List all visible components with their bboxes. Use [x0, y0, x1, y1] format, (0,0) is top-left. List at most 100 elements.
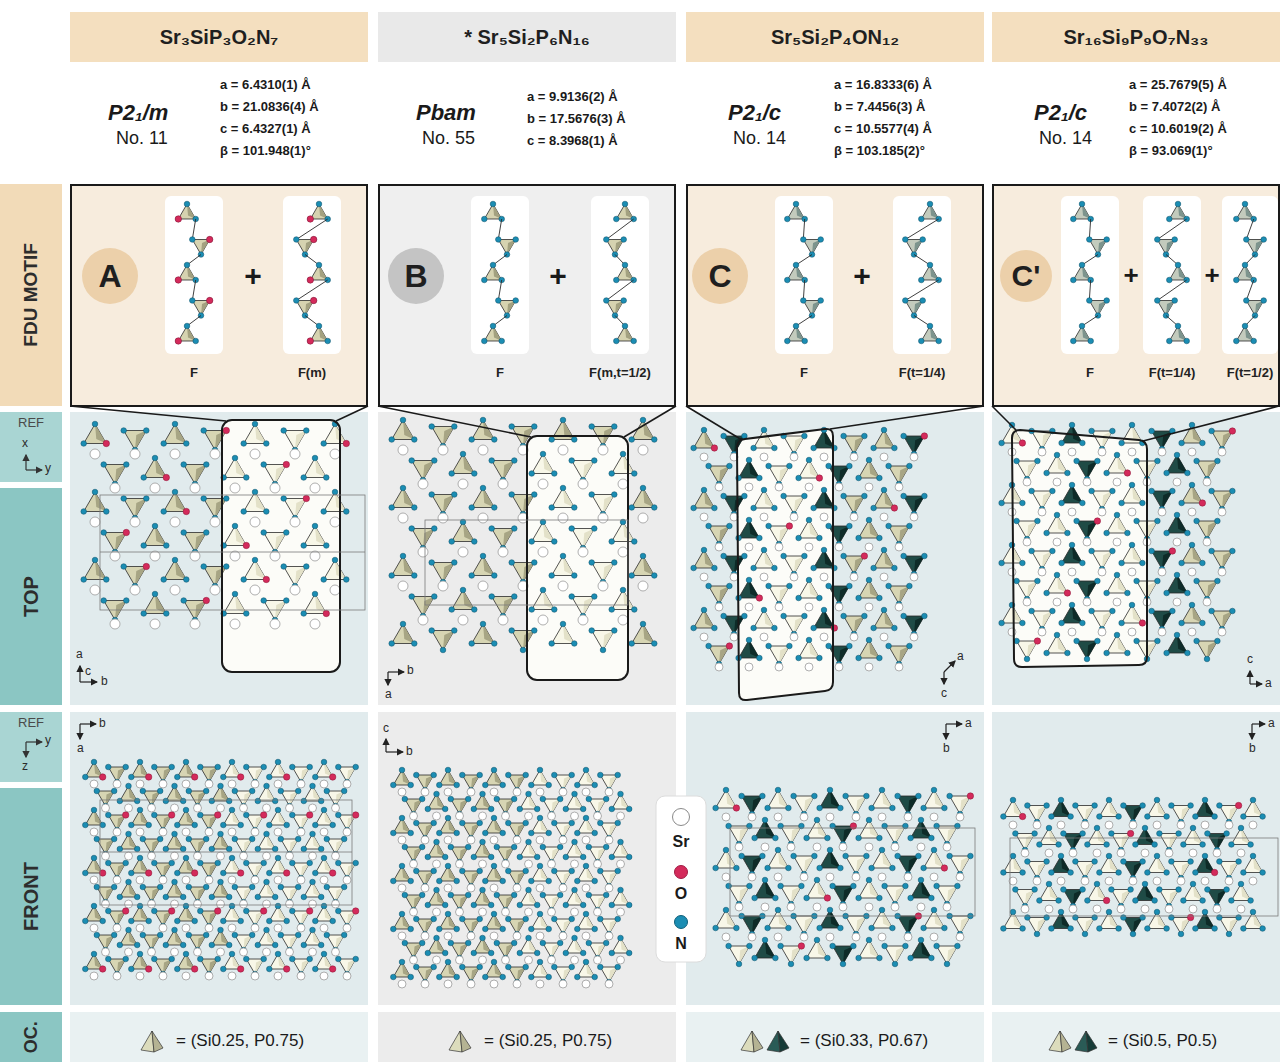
oxygen-atom [711, 445, 717, 451]
nitrogen-atom [560, 417, 566, 423]
row-ground [70, 412, 368, 705]
nitrogen-atom [802, 613, 808, 619]
nitrogen-atom [152, 591, 158, 597]
nitrogen-atom [489, 594, 495, 600]
nitrogen-atom [144, 428, 150, 434]
nitrogen-atom [480, 485, 486, 491]
strontium-atom [538, 615, 548, 625]
nitrogen-atom [691, 625, 697, 631]
nitrogen-atom [901, 493, 907, 499]
nitrogen-atom [161, 441, 167, 447]
strontium-atom [102, 852, 110, 860]
strontium-atom [598, 513, 608, 523]
nitrogen-atom [141, 543, 147, 549]
strontium-atom [895, 483, 903, 491]
nitrogen-atom [480, 417, 486, 423]
nitrogen-atom [106, 764, 112, 770]
nitrogen-atom [140, 932, 146, 938]
strontium-atom [895, 603, 903, 611]
nitrogen-atom [1089, 428, 1095, 434]
nitrogen-atom [806, 457, 812, 463]
tetrahedron-shade [643, 488, 654, 508]
highlight-panel [222, 420, 1147, 700]
nitrogen-atom [1164, 650, 1170, 656]
nitrogen-atom [600, 647, 606, 653]
nitrogen-atom [229, 903, 235, 909]
strontium-atom [90, 828, 98, 836]
strontium-atom [297, 780, 305, 788]
strontium-atom [251, 924, 259, 932]
nitrogen-atom [572, 573, 578, 579]
strontium-atom [498, 479, 508, 489]
nitrogen-atom [1114, 572, 1120, 578]
nitrogen-atom [83, 870, 89, 876]
nitrogen-atom [806, 637, 812, 643]
tetrahedron-shade [1192, 545, 1202, 563]
nitrogen-atom [100, 918, 106, 924]
nitrogen-atom [321, 509, 327, 515]
nitrogen-atom [104, 577, 110, 583]
nitrogen-atom [772, 445, 778, 451]
strontium-atom [1173, 538, 1181, 546]
tetrahedron-shade [1207, 581, 1217, 599]
strontium-atom [820, 633, 828, 641]
nitrogen-atom [492, 437, 498, 443]
nitrogen-atom [414, 820, 420, 826]
strontium-atom [1203, 538, 1211, 546]
nitrogen-atom [307, 860, 313, 866]
nitrogen-atom [691, 445, 697, 451]
strontium-atom [1128, 568, 1136, 576]
tetrahedron-shade [1147, 461, 1157, 479]
nitrogen-atom [278, 836, 284, 842]
strontium-atom [1098, 448, 1106, 456]
nitrogen-atom [449, 607, 455, 613]
nitrogen-atom [209, 942, 215, 948]
nitrogen-atom [491, 767, 497, 773]
nitrogen-atom [841, 613, 847, 619]
motif-frame [687, 185, 983, 406]
nitrogen-atom [232, 455, 238, 461]
strontium-atom [250, 449, 260, 459]
nitrogen-atom [1065, 650, 1071, 656]
strontium-atom [274, 780, 282, 788]
strontium-atom [330, 449, 340, 459]
nitrogen-atom [877, 595, 883, 601]
nitrogen-atom [640, 553, 646, 559]
nitrogen-atom [877, 655, 883, 661]
tetrahedron-shade [854, 496, 864, 514]
nitrogen-atom [353, 764, 359, 770]
nitrogen-atom [1059, 440, 1065, 446]
nitrogen-atom [409, 594, 415, 600]
nitrogen-atom [244, 956, 250, 962]
nitrogen-atom [137, 807, 143, 813]
nitrogen-atom [620, 587, 626, 593]
nitrogen-atom [169, 860, 175, 866]
nitrogen-atom [1200, 560, 1206, 566]
nitrogen-atom [572, 437, 578, 443]
nitrogen-atom [1069, 542, 1075, 548]
nitrogen-atom [152, 860, 158, 866]
tetrahedron-shade [794, 436, 804, 454]
nitrogen-atom [215, 860, 221, 866]
tetrahedron-shade [443, 427, 454, 447]
nitrogen-atom [434, 791, 440, 797]
nitrogen-atom [341, 884, 347, 890]
oxygen-atom [123, 908, 129, 914]
nitrogen-atom [817, 535, 823, 541]
nitrogen-atom [175, 774, 181, 780]
tetrahedron-shade [884, 550, 894, 568]
nitrogen-atom [540, 587, 546, 593]
strontium-atom [110, 619, 120, 629]
nitrogen-atom [592, 458, 598, 464]
nitrogen-atom [324, 788, 330, 794]
nitrogen-atom [549, 573, 555, 579]
nitrogen-atom [999, 620, 1005, 626]
nitrogen-atom [1020, 560, 1026, 566]
nitrogen-atom [312, 591, 318, 597]
nitrogen-atom [1080, 500, 1086, 506]
tetrahedron-shade [603, 563, 614, 583]
strontium-atom [270, 619, 280, 629]
nitrogen-atom [400, 621, 406, 627]
nitrogen-atom [301, 475, 307, 481]
strontium-atom [1158, 568, 1166, 576]
